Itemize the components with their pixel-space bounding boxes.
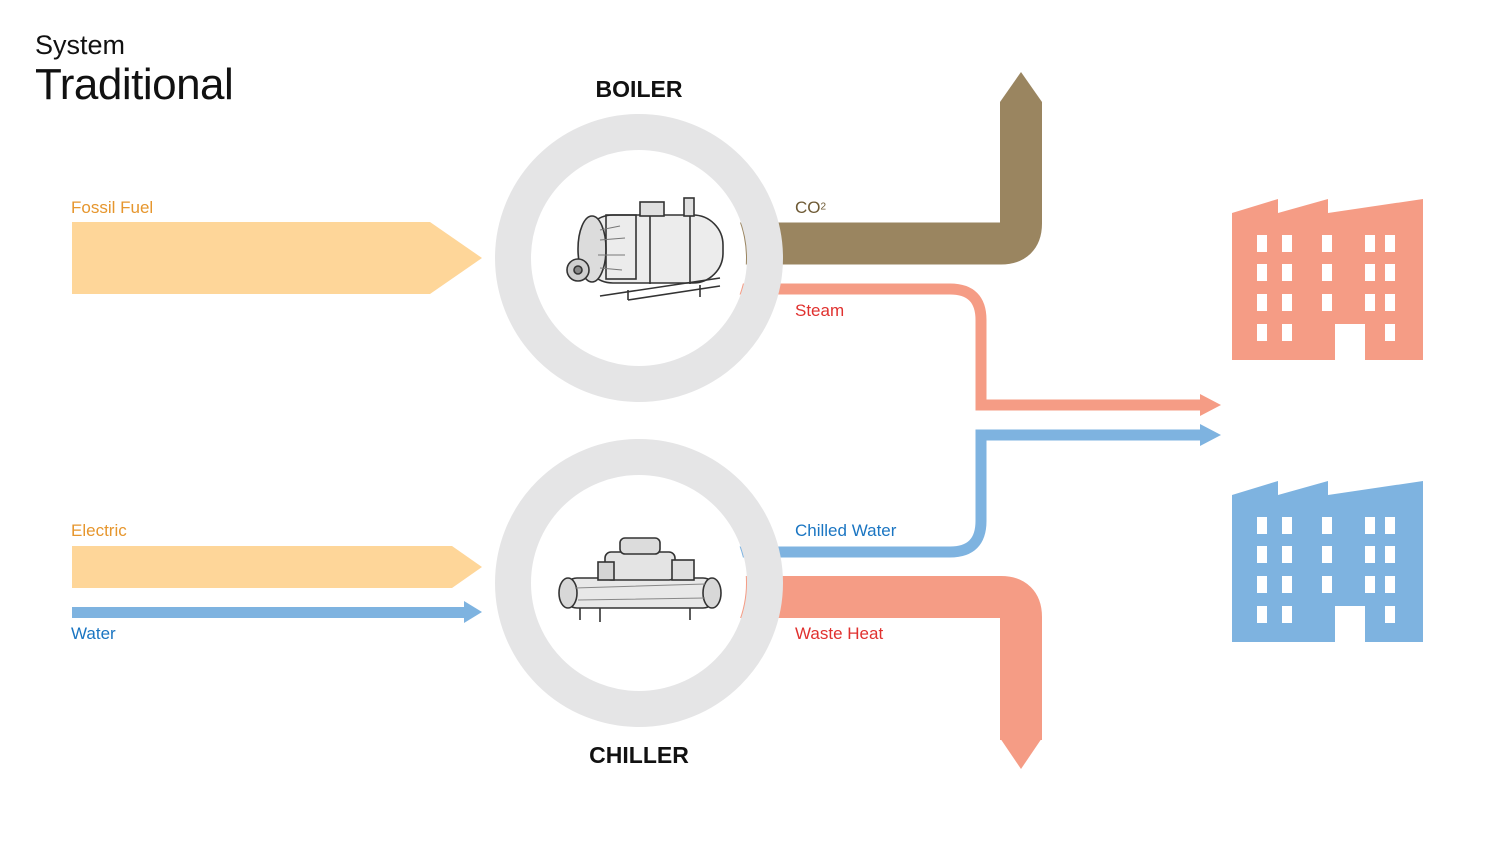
chilled-water-label: Chilled Water [795,521,897,540]
heated-building-icon [1232,199,1423,360]
co2-label-subscript: 2 [820,201,827,213]
header-eyebrow: System [35,30,126,60]
water-label: Water [71,624,116,643]
co2-label-text: CO [795,198,821,217]
boiler-sketch-icon [566,197,724,301]
cooled-building-icon [1232,481,1423,642]
chiller-title: CHILLER [589,742,689,768]
steam-flow [700,283,1221,416]
boiler-unit [495,114,783,402]
co2-flow [700,72,1042,265]
steam-label: Steam [795,301,845,320]
fossil-fuel-label: Fossil Fuel [71,198,154,217]
boiler-title: BOILER [595,76,683,102]
fossil-fuel-arrow [72,222,482,294]
chilled-water-flow [700,424,1221,558]
chiller-sketch-icon [558,537,722,622]
electric-arrow [72,546,482,588]
waste-heat-flow [700,576,1042,769]
page-title: Traditional [35,60,234,109]
chiller-unit [495,439,783,727]
electric-label: Electric [71,521,127,540]
co2-label: CO2 [795,198,826,218]
waste-heat-label: Waste Heat [795,624,884,643]
water-arrow [72,601,482,623]
